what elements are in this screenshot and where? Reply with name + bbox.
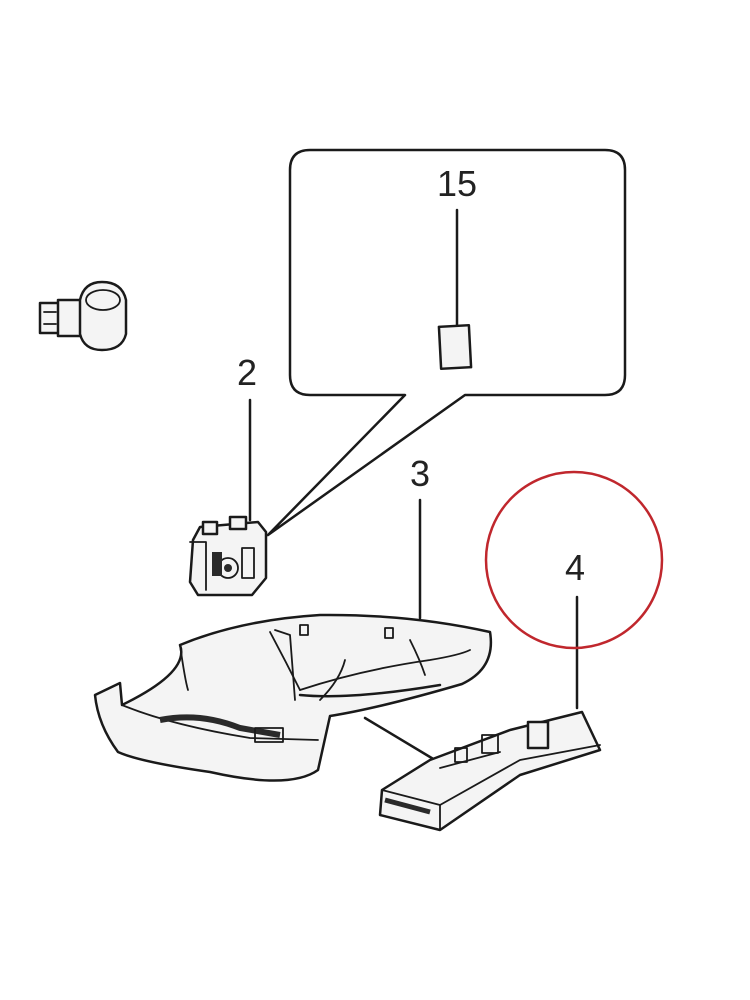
- part-2: 2: [188, 352, 268, 597]
- detail-part-15: [437, 323, 473, 371]
- part-3-to-4-leader: [363, 716, 437, 762]
- part-2-label: 2: [237, 352, 257, 393]
- part-3-label: 3: [410, 453, 430, 494]
- detail-part-label: 15: [437, 163, 477, 204]
- part-4: 4: [363, 547, 602, 832]
- connector-part: [38, 280, 128, 352]
- part-4-label: 4: [565, 547, 585, 588]
- part-3: 3: [93, 453, 493, 782]
- detail-callout: 15: [266, 148, 627, 537]
- highlight-circle: [484, 470, 664, 650]
